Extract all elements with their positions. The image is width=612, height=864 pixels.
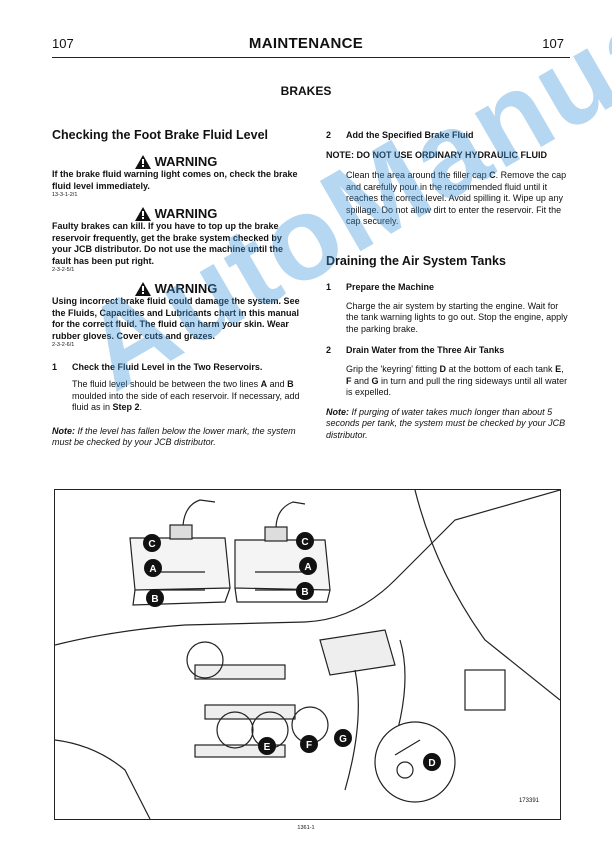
step-number: 1 (52, 362, 58, 372)
note-right: Note: If purging of water takes much lon… (326, 406, 566, 440)
page-header-title: MAINTENANCE (248, 35, 364, 52)
warning-heading: WARNING (52, 281, 300, 296)
callout-c-left: C (148, 539, 155, 550)
drain-step-1-text: Charge the air system by starting the en… (346, 300, 568, 334)
warning-text: Using incorrect brake fluid could damage… (52, 296, 300, 341)
brake-reservoir-illustration: C C A A B B E F G D 173391 (54, 489, 561, 820)
warning-code: 13-3-1-2/1 (52, 192, 78, 198)
warning-triangle-icon (134, 281, 151, 296)
warning-text: If the brake fluid warning light comes o… (52, 169, 298, 191)
section-title: BRAKES (280, 84, 332, 98)
drain-step-2-text: Grip the 'keyring' fitting D at the bott… (346, 364, 568, 397)
step-2-heading: 2 Add the Specified Brake Fluid (326, 130, 570, 140)
callout-b-left: B (151, 594, 158, 605)
page-number-left: 107 (52, 36, 74, 51)
heading-drain-air: Draining the Air System Tanks (326, 253, 506, 268)
callout-e: E (264, 742, 271, 753)
warning-block-2: WARNING Faulty brakes can kill. If you h… (52, 206, 300, 273)
warning-code: 2-3-2-6/1 (52, 342, 75, 348)
callout-a-left: A (149, 564, 156, 575)
step-2-text: Clean the area around the filler cap C. … (346, 170, 567, 226)
hydraulic-fluid-note: NOTE: DO NOT USE ORDINARY HYDRAULIC FLUI… (326, 150, 548, 160)
warning-text: Faulty brakes can kill. If you have to t… (52, 221, 284, 266)
note-left: Note: If the level has fallen below the … (52, 425, 296, 448)
step-title: Check the Fluid Level in the Two Reservo… (72, 362, 263, 372)
heading-check-fluid: Checking the Foot Brake Fluid Level (52, 128, 269, 142)
callout-b-right: B (301, 587, 308, 598)
warning-label: WARNING (154, 206, 218, 221)
step-number: 2 (326, 130, 332, 140)
warning-label: WARNING (154, 281, 218, 296)
step-title: Add the Specified Brake Fluid (346, 130, 474, 140)
right-column: 2 Add the Specified Brake Fluid NOTE: DO … (326, 130, 570, 441)
header-rule (52, 57, 570, 58)
step-1-text: The fluid level should be between the tw… (72, 379, 300, 412)
callout-d: D (428, 758, 435, 769)
callout-g: G (339, 734, 347, 745)
page-number-right: 107 (542, 36, 564, 51)
left-column: Checking the Foot Brake Fluid Level WARN… (52, 128, 300, 449)
figure-reference-number: 173391 (519, 798, 540, 804)
warning-code: 2-3-2-5/1 (52, 267, 75, 273)
warning-block-1: WARNING If the brake fluid warning light… (52, 154, 300, 198)
warning-triangle-icon (134, 206, 151, 221)
callout-c-right: C (301, 537, 308, 548)
warning-heading: WARNING (52, 206, 300, 221)
callout-a-right: A (304, 562, 311, 573)
warning-heading: WARNING (52, 154, 300, 169)
warning-label: WARNING (154, 154, 218, 169)
footer-code: 1361-1 (297, 825, 315, 831)
illustration-drawing: C C A A B B E F G D 173391 (55, 490, 560, 819)
figure-callouts: C C A A B B E F G D (148, 537, 435, 769)
callout-f: F (306, 740, 312, 751)
warning-triangle-icon (134, 154, 151, 169)
step-1-heading: 1 Check the Fluid Level in the Two Reserv… (52, 362, 300, 372)
warning-block-3: WARNING Using incorrect brake fluid coul… (52, 281, 300, 348)
